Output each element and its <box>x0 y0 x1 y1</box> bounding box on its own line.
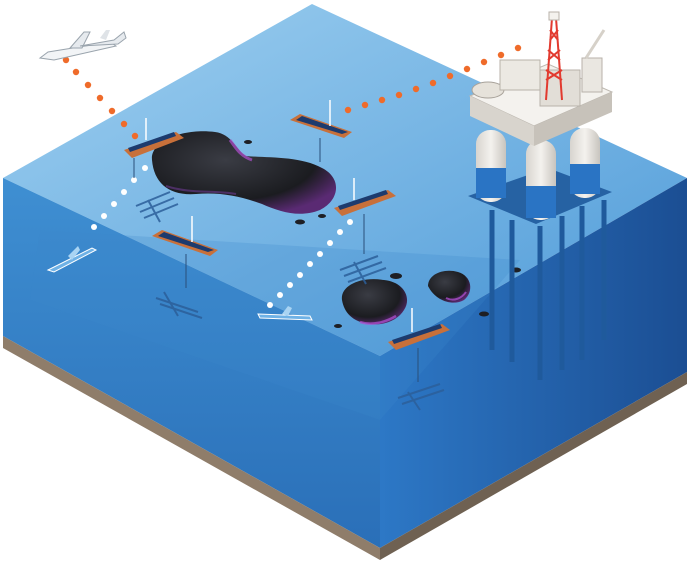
drone-link-dots <box>62 56 139 140</box>
sensor-array-icon <box>397 383 445 411</box>
drone-aircraft-icon <box>38 30 127 61</box>
platform-legs <box>489 200 607 380</box>
sensor-array-icon <box>155 291 203 319</box>
oil-slick-large <box>151 131 337 214</box>
sensor-array-icon <box>135 191 179 223</box>
autonomous-boat-icon <box>152 216 218 288</box>
autonomous-boat-icon <box>334 178 396 254</box>
seabed-right <box>380 372 687 560</box>
underwater-glider-icon <box>46 246 98 273</box>
offshore-platform-icon <box>468 11 614 380</box>
oil-slick-medium <box>341 279 408 325</box>
water-right-face <box>380 178 687 548</box>
underwater-glider-icon <box>257 306 313 321</box>
oil-droplet <box>244 140 252 144</box>
oil-slick-small <box>428 270 471 303</box>
drilling-derrick <box>545 17 563 101</box>
seabed-left <box>3 336 380 560</box>
autonomous-boat-icon <box>290 100 352 162</box>
autonomous-boat-icon <box>388 308 450 382</box>
oil-droplets <box>295 214 521 328</box>
autonomous-boat-icon <box>124 118 184 178</box>
water-left-face <box>3 178 380 548</box>
platform-link-dots <box>344 44 522 114</box>
sensor-array-icon <box>339 255 387 285</box>
acoustic-link-dots <box>91 165 353 308</box>
